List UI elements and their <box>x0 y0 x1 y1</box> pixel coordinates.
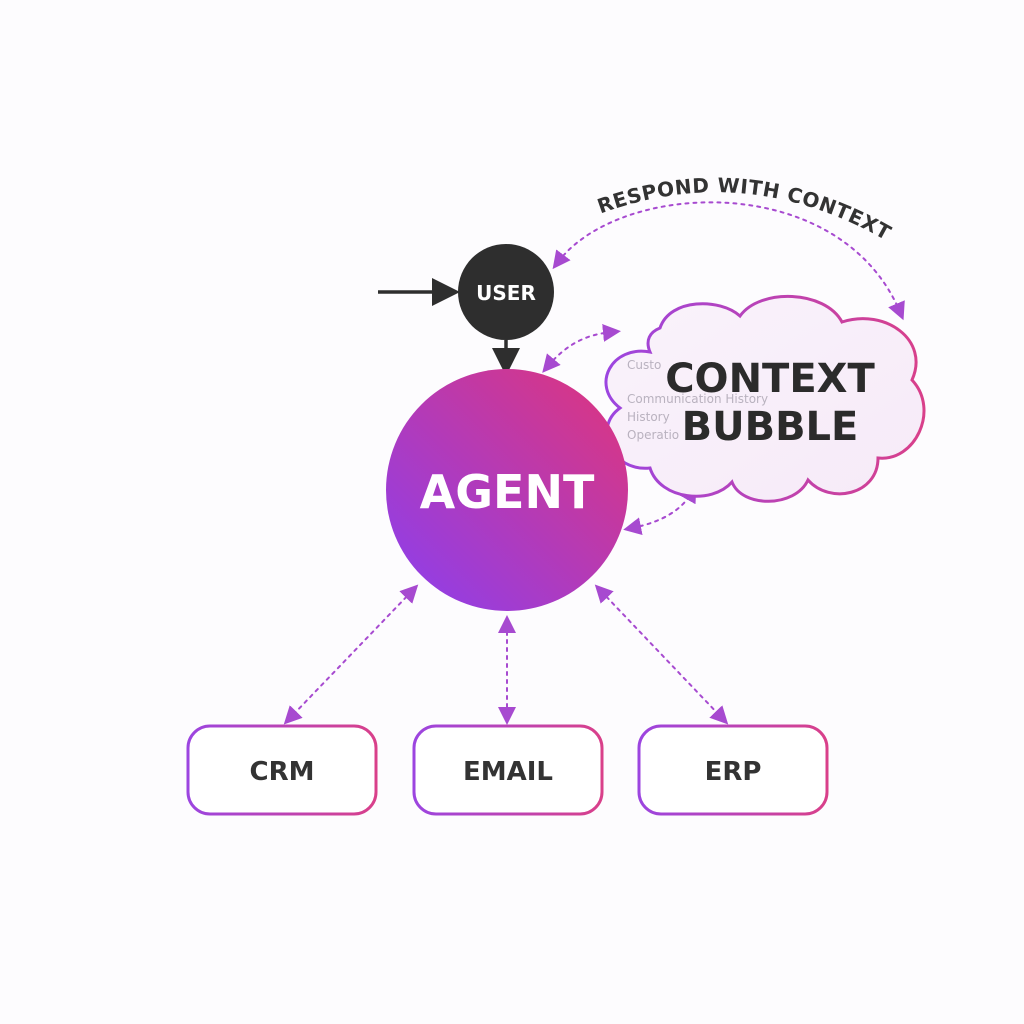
context-item-1: Custo <box>627 358 661 372</box>
context-item-3: History <box>627 410 670 424</box>
respond-with-context-label: RESPOND WITH CONTEXT <box>594 173 895 245</box>
context-item-2: Communication History <box>627 392 768 406</box>
context-bubble-title-line1: CONTEXT <box>665 356 875 402</box>
agent-erp-connector <box>594 584 729 725</box>
agent-context-connector-top <box>542 323 621 373</box>
user-node[interactable]: USER <box>458 244 554 340</box>
crm-box[interactable]: CRM <box>186 724 378 816</box>
context-item-4: Operatio <box>627 428 679 442</box>
user-label: USER <box>476 281 536 305</box>
agent-crm-connector <box>283 584 419 725</box>
crm-label: CRM <box>250 757 315 787</box>
context-bubble[interactable]: Custo Communication History History Oper… <box>604 295 926 503</box>
erp-label: ERP <box>705 757 762 787</box>
erp-box[interactable]: ERP <box>637 724 829 816</box>
context-bubble-title-line2: BUBBLE <box>682 404 859 450</box>
agent-context-connector-bottom <box>623 484 697 536</box>
email-label: EMAIL <box>463 757 553 787</box>
agent-label: AGENT <box>420 465 595 519</box>
email-box[interactable]: EMAIL <box>412 724 604 816</box>
agent-node[interactable]: AGENT <box>386 369 628 611</box>
